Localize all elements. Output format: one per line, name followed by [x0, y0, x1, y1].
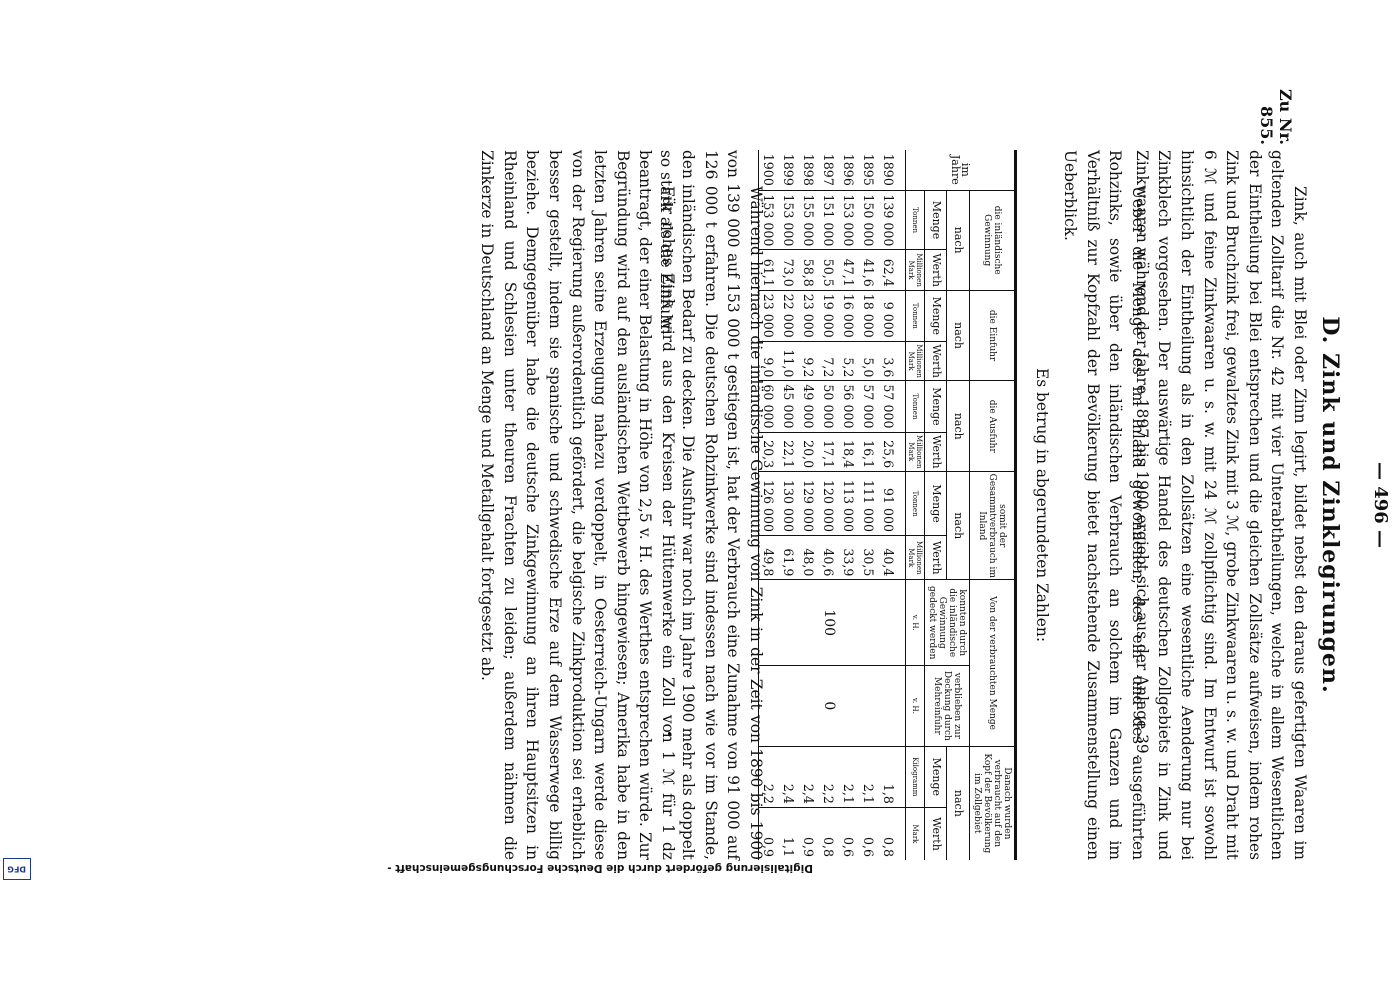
table-row: 1896 153 000 47,1 16 000 5,2 56 000 18,4…	[839, 150, 859, 860]
table-row: 1890 139 000 62,4 9 000 3,6 57 000 25,6 …	[758, 150, 906, 860]
group-header-gewinnung: die inländische Gewinnung	[969, 190, 1016, 291]
unit-tonnen: Tonnen	[905, 471, 925, 536]
paragraph-1: Zink, auch mit Blei oder Zinn legirt, bi…	[1132, 150, 1309, 860]
reference-note: Zu Nr. 855.	[1257, 88, 1295, 145]
unit-millionen-mark: Millionen Mark	[905, 432, 925, 472]
menge-header: Menge	[924, 380, 947, 432]
verblieben-value: 0	[758, 665, 906, 747]
unit-millionen-mark: Millionen Mark	[905, 535, 925, 580]
dfg-logo-icon: DFG	[3, 858, 31, 880]
group-header-verbrauch: somit der Gesammtverbrauch im Inland	[969, 471, 1016, 580]
menge-header: Menge	[924, 746, 947, 808]
ink-dot	[668, 732, 671, 735]
table-row: 1897 151 000 50,5 19 000 7,2 50 000 17,1…	[819, 150, 839, 860]
menge-header: Menge	[924, 190, 947, 250]
year-header: im Jahre	[905, 150, 1016, 191]
werth-header: Werth	[924, 807, 947, 860]
group-header-kopf: Danach wurden verbraucht auf den Kopf de…	[969, 746, 1016, 860]
werth-header: Werth	[924, 341, 947, 381]
menge-header: Menge	[924, 471, 947, 536]
group-header-ausfuhr: die Ausfuhr	[969, 380, 1016, 472]
nach-label: nach	[947, 746, 970, 860]
unit-millionen-mark: Millionen Mark	[905, 249, 925, 291]
group-header-einfuhr: die Einfuhr	[969, 290, 1016, 381]
konnten-value: 100	[758, 579, 906, 666]
paragraph-4: Für rohes Zink wird aus den Kreisen der …	[478, 150, 677, 860]
group-header-verbrauchte-menge: Von der verbrauchten Menge	[969, 579, 1016, 747]
menge-header: Menge	[924, 290, 947, 342]
nach-label: nach	[947, 190, 970, 291]
nach-label: nach	[947, 290, 970, 381]
werth-header: Werth	[924, 535, 947, 580]
unit-tonnen: Tonnen	[905, 290, 925, 342]
unit-vh: v. H.	[905, 665, 925, 747]
zinc-statistics-table: im Jahre die inländische Gewinnung die E…	[758, 150, 1017, 860]
unit-kilogramm: Kilogramm	[905, 746, 925, 808]
paragraph-2: Ueber die Menge des im Inland gewonnenen…	[1061, 150, 1147, 860]
section-heading: D. Zink und Zinklegirungen.	[1317, 316, 1343, 694]
table-row: 1899 153 000 73,0 22 000 11,0 45 000 22,…	[779, 150, 799, 860]
unit-vh: v. H.	[905, 579, 925, 666]
page-number: — 496 —	[1370, 461, 1391, 549]
nach-label: nach	[947, 380, 970, 472]
konnten-header: konnten durch die inländische Gewinnung …	[924, 579, 970, 666]
werth-header: Werth	[924, 432, 947, 472]
digitization-credit: Digitalisierung gefördert durch die Deut…	[387, 862, 813, 874]
table-row: 1895 150 000 41,6 18 000 5,0 57 000 16,1…	[859, 150, 879, 860]
verblieben-header: verblieben zur Deckung durch Mehreinfuhr	[924, 665, 970, 747]
unit-tonnen: Tonnen	[905, 380, 925, 432]
table-row: 1898 155 000 58,8 23 000 9,2 49 000 20,0…	[799, 150, 819, 860]
unit-mark: Mark	[905, 807, 925, 860]
nach-label: nach	[947, 471, 970, 580]
unit-millionen-mark: Millionen Mark	[905, 341, 925, 381]
werth-header: Werth	[924, 249, 947, 291]
table-caption: Es betrug in abgerundeten Zahlen:	[1033, 367, 1051, 643]
unit-tonnen: Tonnen	[905, 190, 925, 250]
